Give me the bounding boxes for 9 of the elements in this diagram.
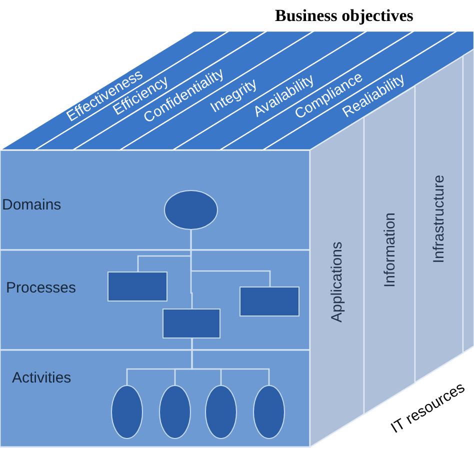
axis-title: Business objectives [275,6,414,26]
layer-label: Processes [6,280,76,296]
connector-line [191,338,270,385]
resource-label: Infrastructure [430,175,448,264]
resource-label: Applications [328,241,346,322]
layer-label: Activities [12,370,72,386]
resource-label: Information [381,212,398,288]
layer-label: Domains [2,196,62,214]
connector-line [190,230,271,287]
